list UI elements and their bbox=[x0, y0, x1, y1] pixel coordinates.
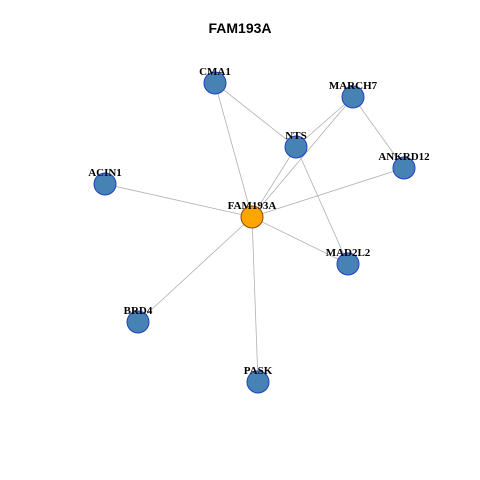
node-circle bbox=[284, 135, 308, 159]
edge-cma1-nts bbox=[214, 82, 297, 148]
node-label: PASK bbox=[244, 365, 273, 377]
node-nts: NTS bbox=[284, 130, 308, 159]
node-label: MAD2L2 bbox=[326, 247, 371, 259]
edge-fam193a-ankrd12 bbox=[251, 167, 405, 218]
edge-nts-mad2l2 bbox=[295, 146, 349, 265]
graph-title: FAM193A bbox=[208, 20, 272, 36]
edge-fam193a-march7 bbox=[251, 96, 354, 218]
edge-fam193a-cma1 bbox=[214, 82, 253, 218]
node-label: MARCH7 bbox=[329, 80, 378, 92]
node-circle bbox=[126, 310, 150, 334]
node-mad2l2: MAD2L2 bbox=[326, 247, 371, 276]
node-circle bbox=[240, 205, 264, 229]
node-pask: PASK bbox=[244, 365, 273, 394]
node-circle bbox=[93, 172, 117, 196]
node-fam193a: FAM193A bbox=[228, 200, 277, 229]
node-circle bbox=[203, 71, 227, 95]
node-cma1: CMA1 bbox=[199, 66, 231, 95]
edges-layer bbox=[104, 82, 405, 383]
node-label: NTS bbox=[285, 130, 306, 142]
node-label: ACIN1 bbox=[88, 167, 122, 179]
edge-fam193a-pask bbox=[251, 216, 259, 383]
node-circle bbox=[392, 156, 416, 180]
node-ankrd12: ANKRD12 bbox=[378, 151, 430, 180]
node-label: ANKRD12 bbox=[378, 151, 430, 163]
node-label: CMA1 bbox=[199, 66, 231, 78]
node-circle bbox=[341, 85, 365, 109]
node-label: FAM193A bbox=[228, 200, 277, 212]
edge-fam193a-brd4 bbox=[137, 216, 253, 323]
edge-fam193a-mad2l2 bbox=[251, 216, 349, 265]
edge-nts-march7 bbox=[295, 96, 354, 148]
edge-march7-ankrd12 bbox=[352, 96, 405, 169]
edge-fam193a-nts bbox=[251, 146, 297, 218]
node-brd4: BRD4 bbox=[124, 305, 153, 334]
node-label: BRD4 bbox=[124, 305, 153, 317]
node-circle bbox=[246, 370, 270, 394]
edge-fam193a-acin1 bbox=[104, 183, 253, 218]
node-acin1: ACIN1 bbox=[88, 167, 122, 196]
node-circle bbox=[336, 252, 360, 276]
node-march7: MARCH7 bbox=[329, 80, 378, 109]
